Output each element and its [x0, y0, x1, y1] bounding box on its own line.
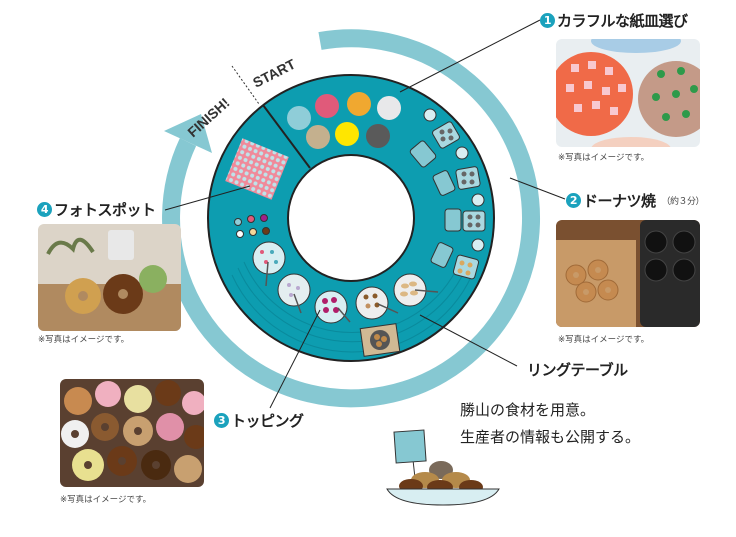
station-number-badge: 3	[214, 413, 229, 428]
station-number-badge: 2	[566, 193, 581, 208]
local-food-description: 勝山の食材を用意。 生産者の情報も公開する。	[460, 397, 640, 451]
flow-arrow	[162, 29, 541, 408]
topping-bowls	[234, 214, 439, 357]
photo-spot-backdrop	[225, 138, 289, 200]
station-title-text: カラフルな紙皿選び	[557, 12, 688, 30]
local-food-bowl-illustration	[386, 429, 500, 506]
station-title-text: フォトスポット	[54, 201, 156, 219]
ring-table-label: リングテーブル	[527, 361, 628, 379]
donuts-table-image	[38, 224, 181, 331]
photo-caption: ※写真はイメージです。	[558, 153, 650, 163]
photo-caption: ※写真はイメージです。	[558, 335, 650, 345]
plate-color-samples	[287, 92, 401, 149]
station-title-text: ドーナツ焼	[583, 192, 656, 210]
start-label: START	[250, 56, 298, 91]
description-line: 生産者の情報も公開する。	[460, 428, 641, 446]
photo-caption: ※写真はイメージです。	[38, 335, 130, 345]
station-number-badge: 1	[540, 13, 555, 28]
station-1-title: 1 カラフルな紙皿選び	[540, 10, 688, 31]
finish-label: FINISH!	[184, 95, 232, 141]
leader-lines	[164, 19, 566, 409]
station-duration-note: （約３分）	[661, 197, 705, 207]
paper-plates-image	[556, 39, 700, 147]
station-title-text: トッピング	[231, 412, 304, 430]
photo-caption: ※写真はイメージです。	[60, 495, 152, 505]
station-2-title: 2 ドーナツ焼 （約３分）	[566, 190, 705, 211]
description-line: 勝山の食材を用意。	[460, 401, 596, 419]
paper-plates-photo	[556, 39, 700, 147]
toppings-photo	[60, 379, 204, 487]
station-3-title: 3 トッピング	[214, 410, 304, 431]
donut-maker-image	[556, 220, 700, 327]
station-4-title: 4 フォトスポット	[37, 199, 156, 220]
donut-makers	[409, 108, 486, 280]
donut-maker-photo	[556, 220, 700, 327]
photo-spot-photo	[38, 224, 181, 331]
decorated-donuts-image	[60, 379, 204, 487]
station-number-badge: 4	[37, 202, 52, 217]
arrow-head-icon	[164, 114, 212, 153]
